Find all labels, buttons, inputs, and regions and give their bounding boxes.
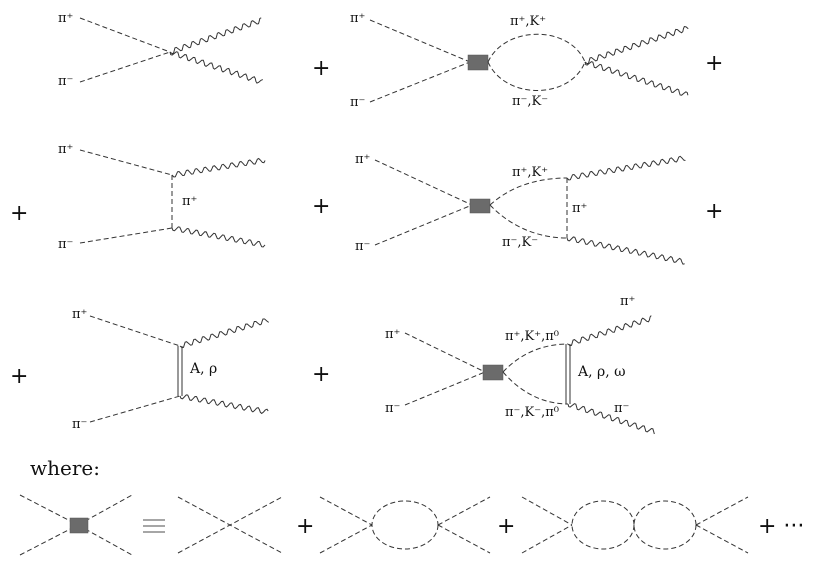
dashed-leg: [319, 496, 373, 526]
plus-sign: +: [705, 51, 723, 76]
plus-sign: +: [312, 56, 330, 81]
pion-line-in-plus: [89, 315, 181, 347]
label-meson-upper: π⁺,K⁺: [512, 165, 548, 180]
label-exchanged-pion: π⁺: [182, 194, 197, 209]
label-pi-minus: π⁻: [355, 239, 370, 254]
plus-sign: +: [497, 514, 515, 539]
pion-line-in-plus: [374, 159, 473, 206]
photon-line-out-upper: [169, 17, 262, 55]
label-pi-plus-out: π⁺: [620, 294, 635, 309]
label-exchanged-pion: π⁺: [572, 201, 587, 216]
blob-vertex: [482, 364, 504, 381]
dashed-leg: [177, 496, 283, 554]
meson-line-lower: [489, 204, 568, 239]
diagram-loop-pion-exchange: π⁺ π⁻ π⁺,K⁺ π⁻,K⁻ π⁺: [355, 152, 686, 265]
blob-vertex: [69, 517, 89, 534]
photon-line-out-upper: [566, 155, 686, 181]
plus-sign: +: [312, 362, 330, 387]
label-pi-minus-out: π⁻: [614, 401, 629, 416]
dashed-leg: [521, 524, 573, 554]
label-pi-plus: π⁺: [355, 152, 370, 167]
label-meson-lower: π⁻,K⁻: [502, 235, 538, 250]
plus-sign: +: [705, 199, 723, 224]
pion-line-in-plus: [404, 332, 486, 373]
label-pi-plus: π⁺: [58, 142, 73, 157]
pion-line-in-plus: [79, 17, 171, 53]
pion-line-in-minus: [404, 371, 486, 406]
meson-line-upper: [502, 343, 569, 373]
diagram-vector-exchange: π⁺ π⁻ A, ρ: [72, 307, 269, 432]
pion-line-in-minus: [374, 204, 473, 246]
label-pi-plus: π⁺: [350, 11, 365, 26]
dashed-leg: [437, 496, 491, 526]
dashed-leg: [437, 524, 491, 554]
plus-sign: +: [10, 364, 28, 389]
diagram-contact: π⁺ π⁻: [58, 11, 263, 89]
label-meson-lower: π⁻,K⁻,π⁰: [505, 405, 559, 420]
photon-line-out-lower: [584, 61, 689, 96]
dashed-leg: [695, 496, 749, 526]
blob-vertex: [469, 198, 491, 214]
plus-sign: +: [312, 194, 330, 219]
pion-line-in-minus: [79, 51, 171, 83]
label-pi-minus: π⁻: [72, 417, 87, 432]
label-pi-plus: π⁺: [72, 307, 87, 322]
dashed-leg: [319, 524, 373, 554]
pion-line-in-plus: [79, 149, 173, 176]
meson-loop-lower: [487, 61, 586, 91]
one-loop-term: [319, 496, 491, 554]
photon-line-out-lower: [179, 394, 269, 415]
meson-line-upper: [489, 177, 568, 206]
blob-vertex: [467, 54, 489, 71]
label-exchanged-vector: A, ρ, ω: [577, 364, 626, 380]
dashed-leg: [19, 524, 79, 556]
label-meson-upper: π⁺,K⁺,π⁰: [505, 329, 559, 344]
two-loop-term: [521, 496, 749, 554]
meson-loop: [371, 500, 439, 550]
meson-loop: [633, 500, 697, 550]
pion-line-in-minus: [369, 61, 471, 103]
photon-line-out-lower: [171, 226, 266, 248]
label-pi-minus: π⁻: [58, 237, 73, 252]
label-pi-minus: π⁻: [385, 401, 400, 416]
dashed-leg: [521, 496, 573, 526]
blob-definition: [19, 494, 133, 556]
diagram-pion-exchange: π⁺ π⁻ π⁺: [58, 142, 266, 252]
ellipsis: + ···: [758, 514, 804, 539]
meson-line-lower: [502, 371, 569, 405]
label-loop-upper: π⁺,K⁺: [510, 14, 546, 29]
contact-term: [177, 496, 283, 554]
label-pi-minus: π⁻: [350, 95, 365, 110]
label-pi-minus: π⁻: [58, 74, 73, 89]
label-pi-plus: π⁺: [385, 327, 400, 342]
label-pi-plus: π⁺: [58, 11, 73, 26]
photon-line-out-lower: [566, 236, 685, 265]
dashed-leg: [695, 524, 749, 554]
photon-line-out-upper: [171, 157, 266, 178]
diagram-rescattering-loop: π⁺ π⁻ π⁺,K⁺ π⁻,K⁻: [350, 11, 689, 110]
photon-line-out-upper: [584, 25, 689, 65]
where-label: where:: [30, 456, 100, 480]
label-loop-lower: π⁻,K⁻: [512, 94, 548, 109]
pion-line-in-minus: [79, 227, 173, 244]
label-exchanged-vector: A, ρ: [189, 361, 217, 377]
photon-line-out-upper: [567, 315, 652, 347]
photon-line-out-upper: [179, 318, 269, 349]
meson-loop-upper: [487, 33, 586, 63]
diagram-loop-vector-exchange: π⁺ π⁻ π⁺,K⁺,π⁰ π⁻,K⁻,π⁰ A, ρ, ω π⁺ π⁻: [385, 294, 655, 435]
dashed-leg: [19, 494, 79, 526]
plus-sign: +: [296, 514, 314, 539]
meson-loop: [571, 500, 635, 550]
plus-sign: +: [10, 201, 28, 226]
pion-line-in-minus: [89, 395, 181, 423]
equivalence-sign: [143, 519, 165, 533]
pion-line-in-plus: [369, 19, 471, 63]
photon-line-out-lower: [169, 51, 263, 84]
photon-line-out-lower: [567, 403, 655, 435]
